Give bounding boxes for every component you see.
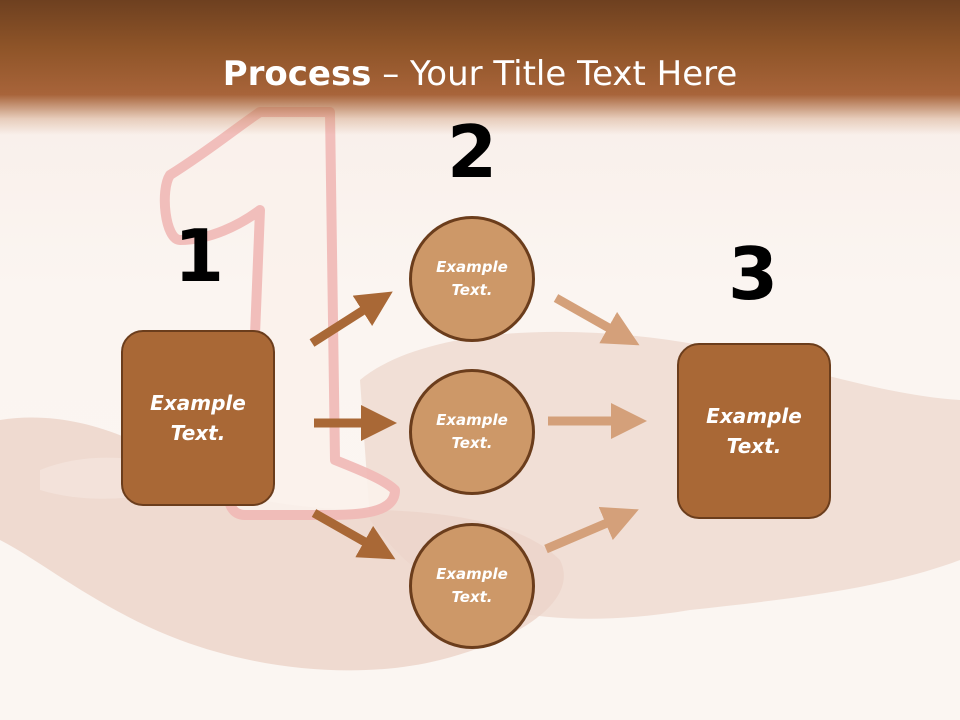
circle-bottom-label: Example Text. [436,565,508,606]
slide-title: Process – Your Title Text Here [0,52,960,96]
title-rest: – Your Title Text Here [371,54,738,94]
step-number-2: 2 [446,110,498,194]
circle-bottom: Example Text. [409,523,535,649]
circle-middle-label: Example Text. [436,411,508,452]
step-number-1: 1 [173,214,225,298]
step-1-box: Example Text. [121,330,275,506]
title-bold: Process [222,54,372,94]
circle-top-label: Example Text. [436,258,508,299]
step-number-3: 3 [727,232,779,316]
step-3-box: Example Text. [677,343,831,519]
circle-middle: Example Text. [409,369,535,495]
step-1-label: Example Text. [150,391,246,445]
circle-top: Example Text. [409,216,535,342]
title-bar [0,0,960,135]
step-3-label: Example Text. [706,404,802,458]
